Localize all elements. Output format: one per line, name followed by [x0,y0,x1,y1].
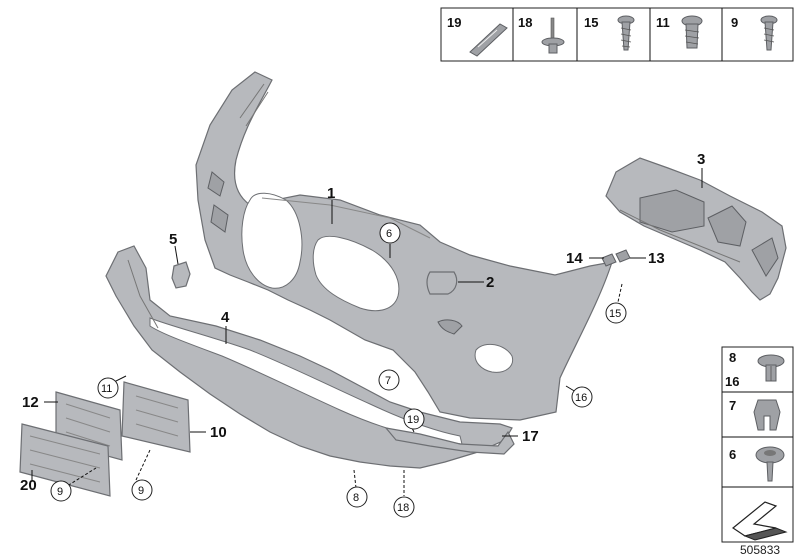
table-cell-19[interactable]: 19 [447,15,508,57]
callout-9a[interactable]: 9 [50,480,72,502]
table-cell-11[interactable]: 11 [656,15,703,49]
callout-20[interactable]: 20 [20,477,37,494]
clip-rail-icon [469,23,508,57]
callouts: 1 2 3 4 5 6 7 8 9 9 10 11 12 1 [20,151,705,518]
svg-text:9: 9 [57,486,63,498]
callout-12[interactable]: 12 [22,394,39,411]
tow-hook-cover[interactable] [426,271,458,295]
callout-17[interactable]: 17 [522,428,539,445]
table-number: 18 [518,15,532,30]
callout-9b[interactable]: 9 [131,479,153,501]
side-cell-6[interactable]: 6 [729,446,785,482]
orientation-arrow-icon [731,501,788,541]
table-number: 11 [656,15,670,30]
callout-5[interactable]: 5 [169,231,177,248]
table-cell-9[interactable]: 9 [731,15,778,51]
bumper-carrier[interactable] [605,157,787,301]
callout-4[interactable]: 4 [221,309,230,326]
svg-text:16: 16 [575,392,587,404]
side-table: 8 16 7 6 [721,346,794,543]
callout-15[interactable]: 15 [605,302,627,324]
license-plate-base-10[interactable] [121,381,191,453]
callout-19[interactable]: 19 [403,408,425,430]
svg-text:8: 8 [353,492,359,504]
table-number: 7 [729,398,736,413]
callout-14[interactable]: 14 [566,250,583,267]
flange-screw-icon [755,446,785,482]
table-number: 16 [725,374,739,389]
bumper-cover[interactable] [195,71,613,421]
table-number: 19 [447,15,461,30]
table-number: 9 [731,15,738,30]
parts-table: 19 18 15 11 [440,7,794,62]
cap-part-5[interactable] [171,261,191,289]
table-number: 6 [729,447,736,462]
callout-6[interactable]: 6 [379,222,401,244]
callout-3[interactable]: 3 [697,151,705,168]
callout-11[interactable]: 11 [97,377,119,399]
svg-text:11: 11 [101,383,112,395]
table-cell-15[interactable]: 15 [584,15,635,51]
side-cell-8-16[interactable]: 8 16 [725,350,785,389]
svg-text:18: 18 [397,502,409,514]
table-cell-18[interactable]: 18 [518,15,565,54]
bracket-13-14[interactable] [601,249,631,267]
svg-text:19: 19 [407,414,419,426]
side-cell-7[interactable]: 7 [729,398,781,431]
lower-bracket-17[interactable] [384,427,515,455]
screw-icon [760,15,778,51]
clip-nut-icon [753,399,781,431]
callout-8[interactable]: 8 [346,486,368,508]
expanding-rivet-icon [757,354,785,382]
bolt-icon [681,15,703,49]
license-plate-base-20[interactable] [19,423,111,497]
callout-2[interactable]: 2 [486,274,494,291]
callout-1[interactable]: 1 [327,185,335,202]
table-number: 8 [729,350,736,365]
callout-16[interactable]: 16 [571,386,593,408]
diagram-reference-number: 505833 [740,543,780,557]
table-number: 15 [584,15,598,30]
svg-text:7: 7 [385,375,391,387]
callout-7[interactable]: 7 [378,369,400,391]
rivet-icon [541,17,565,54]
svg-text:6: 6 [386,228,392,240]
callout-18[interactable]: 18 [393,496,415,518]
callout-13[interactable]: 13 [648,250,665,267]
screw-icon [617,15,635,51]
callout-10[interactable]: 10 [210,424,227,441]
svg-text:15: 15 [609,308,621,320]
svg-text:9: 9 [138,485,144,497]
